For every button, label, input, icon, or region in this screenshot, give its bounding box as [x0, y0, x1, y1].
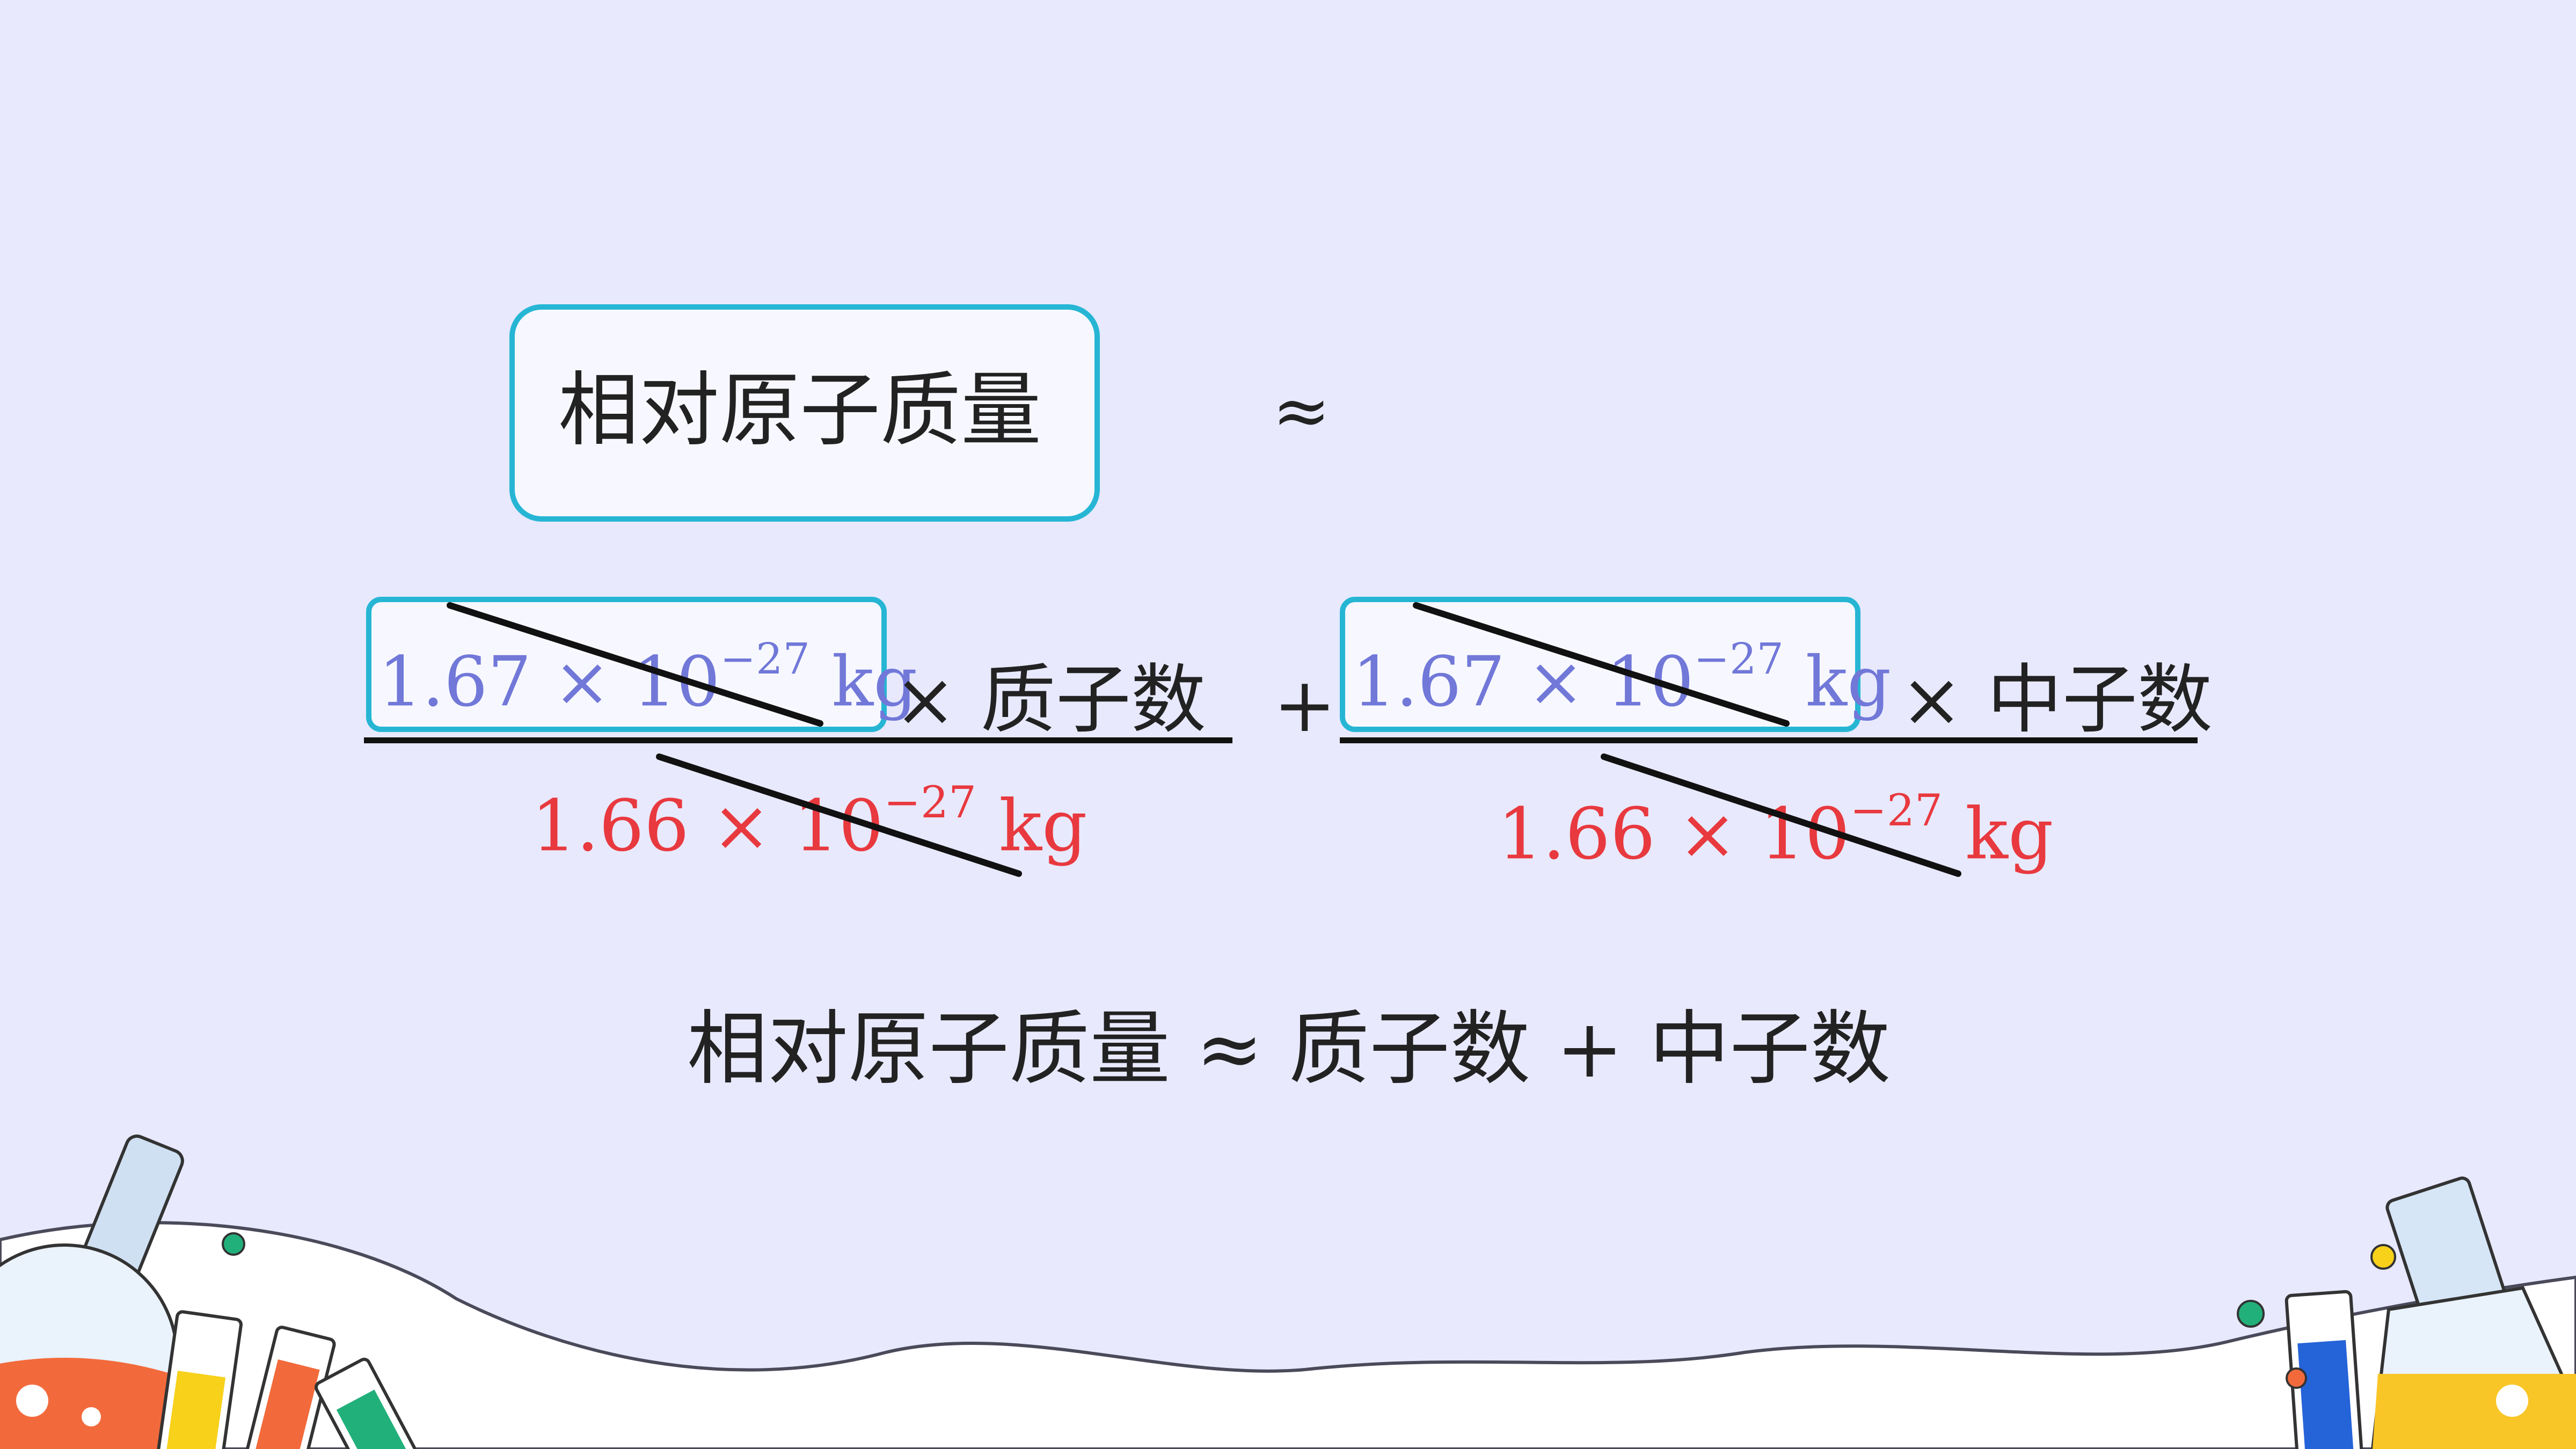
title-label: 相对原子质量 — [558, 364, 1042, 457]
strike-line-denominator-left — [656, 753, 1022, 877]
bubble-icon — [222, 1232, 245, 1256]
numerator-right-mantissa: 1.67 × 10 — [1352, 642, 1694, 722]
denominator-left-mantissa: 1.66 × 10 — [531, 785, 884, 868]
test-tube-icon — [2285, 1290, 2365, 1449]
strike-line-denominator-right — [1601, 753, 1961, 877]
cloud-shape — [0, 1221, 2576, 1449]
test-tube-icon — [155, 1310, 432, 1449]
denominator-left-unit: kg — [976, 785, 1088, 868]
numerator-left: 1.67 × 10−27 kg — [378, 638, 917, 717]
fraction-bar-right — [1340, 737, 2198, 743]
denominator-right-unit: kg — [1943, 793, 2054, 876]
numerator-box-right — [1340, 597, 1860, 732]
strike-line-numerator-left — [447, 602, 823, 727]
multiplier-right: × 中子数 — [1900, 656, 2213, 744]
denominator-left: 1.66 × 10−27 kg — [531, 781, 1088, 862]
denominator-right-exponent: −27 — [1850, 785, 1943, 836]
numerator-right-exponent: −27 — [1694, 634, 1784, 684]
flask-icon — [0, 1135, 184, 1449]
numerator-right-unit: kg — [1783, 642, 1892, 722]
result-equation: 相对原子质量 ≈ 质子数 + 中子数 — [687, 1002, 1891, 1096]
multiplier-left: × 质子数 — [894, 656, 1206, 744]
fraction-bar-left — [364, 737, 1232, 743]
plus-symbol: + — [1273, 662, 1337, 749]
numerator-right: 1.67 × 10−27 kg — [1352, 638, 1891, 717]
strike-line-numerator-right — [1413, 602, 1790, 727]
denominator-right: 1.66 × 10−27 kg — [1498, 789, 2054, 870]
denominator-right-mantissa: 1.66 × 10 — [1498, 793, 1850, 876]
denominator-left-exponent: −27 — [884, 777, 977, 828]
numerator-left-mantissa: 1.67 × 10 — [378, 642, 720, 722]
approx-symbol: ≈ — [1272, 370, 1331, 451]
bubble-icon — [2370, 1244, 2396, 1270]
numerator-left-exponent: −27 — [720, 634, 810, 684]
bubble-icon — [2237, 1300, 2265, 1328]
title-box — [509, 304, 1100, 522]
bubble-icon — [2286, 1367, 2307, 1389]
flask-icon — [2370, 1176, 2576, 1449]
numerator-left-unit: kg — [809, 642, 918, 722]
